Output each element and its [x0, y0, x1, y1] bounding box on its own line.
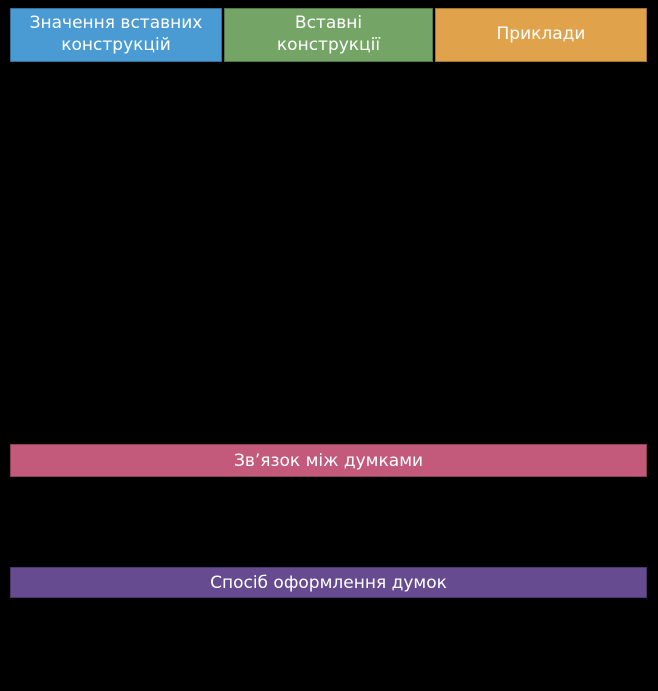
header-cell-examples: Приклади	[435, 8, 647, 62]
header-cell-meaning: Значення вставних конструкцій	[10, 8, 222, 62]
section-banner-connection-label: Зв’язок між думками	[233, 450, 424, 471]
header-cell-constructions-label: Вставні конструкції	[276, 13, 381, 55]
section-banner-connection-between-thoughts: Зв’язок між думками	[10, 444, 647, 477]
header-cell-examples-label: Приклади	[496, 24, 586, 45]
header-cell-constructions: Вставні конструкції	[224, 8, 433, 62]
section-banner-way-of-formatting-thoughts: Спосіб оформлення думок	[10, 567, 647, 598]
section-banner-formatting-label: Спосіб оформлення думок	[210, 572, 447, 593]
header-cell-meaning-label: Значення вставних конструкцій	[29, 13, 203, 55]
